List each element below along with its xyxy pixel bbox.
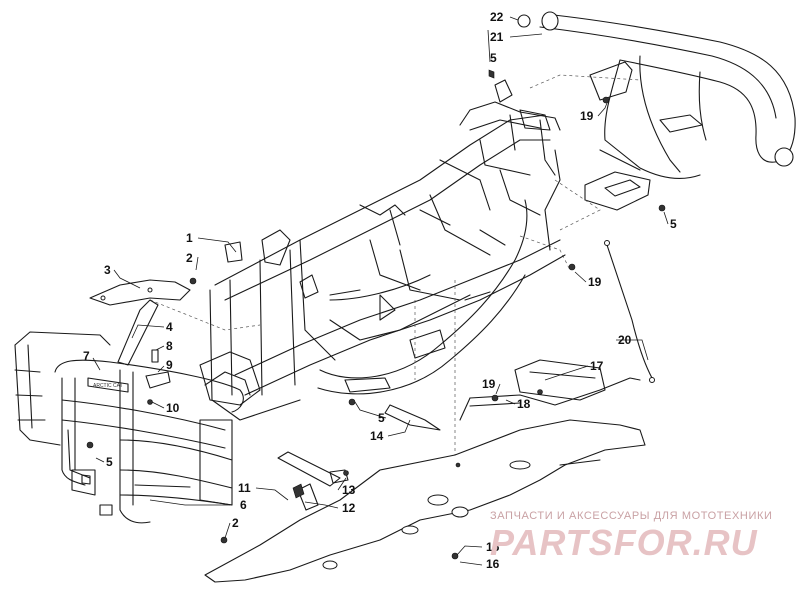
callout-8: 8	[166, 339, 173, 353]
callout-5: 5	[106, 455, 113, 469]
callout-5-center: 5	[378, 411, 385, 425]
callout-14: 14	[370, 429, 384, 443]
watermark-logo: PARTSFOR.RU	[490, 522, 758, 563]
footrest-bracket	[459, 359, 641, 421]
leader-lines	[92, 16, 669, 566]
rear-rack	[539, 11, 796, 211]
svg-text:ARCTIC CAT: ARCTIC CAT	[93, 383, 123, 389]
callout-4: 4	[166, 320, 173, 334]
tie-rod	[604, 240, 655, 383]
callout-19-right: 19	[588, 275, 602, 289]
callout-2-lower: 2	[232, 516, 239, 530]
callout-11: 11	[238, 481, 251, 495]
rear-dashed-outline	[519, 74, 641, 271]
callout-6: 6	[240, 498, 247, 512]
callout-19-footrest: 19	[482, 377, 496, 391]
callout-3: 3	[104, 263, 111, 277]
callout-15: 15	[486, 540, 500, 554]
callout-10: 10	[166, 401, 180, 415]
watermark: ЗАПЧАСТИ И АКСЕССУАРЫ ДЛЯ МОТОТЕХНИКИ PA…	[490, 510, 772, 563]
front-rack-bracket	[89, 279, 191, 366]
callout-22: 22	[490, 10, 504, 24]
callout-18: 18	[517, 397, 531, 411]
callout-5-top: 5	[490, 51, 497, 65]
bracket-plate	[277, 451, 349, 511]
callout-labels: 1 2 3 4 5 6 7 8 9 10 11 12 13 14 15 16 1…	[83, 10, 677, 571]
callout-5-rear: 5	[670, 217, 677, 231]
main-frame	[149, 79, 566, 460]
callout-17: 17	[590, 359, 604, 373]
small-hardware	[86, 14, 666, 560]
skid-plate	[204, 419, 646, 583]
callout-1: 1	[186, 231, 193, 245]
callout-16: 16	[486, 557, 500, 571]
callout-9: 9	[166, 358, 173, 372]
callout-21: 21	[490, 30, 504, 44]
watermark-tagline: ЗАПЧАСТИ И АКСЕССУАРЫ ДЛЯ МОТОТЕХНИКИ	[490, 510, 772, 522]
callout-13: 13	[342, 483, 356, 497]
callout-19-top: 19	[580, 109, 594, 123]
battery-holder	[384, 404, 441, 431]
callout-20: 20	[618, 333, 632, 347]
callout-7: 7	[83, 349, 90, 363]
front-bumper-rack: ARCTIC CAT	[14, 331, 244, 524]
callout-12: 12	[342, 501, 356, 515]
callout-2: 2	[186, 251, 193, 265]
